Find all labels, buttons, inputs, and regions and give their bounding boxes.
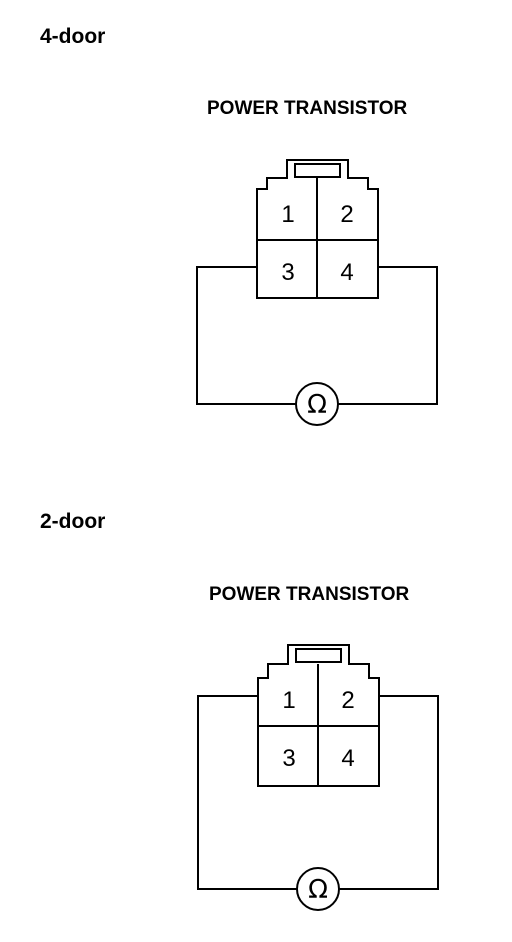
test-lead-left xyxy=(196,266,296,405)
ohmmeter: Ω xyxy=(295,382,339,426)
pin-3: 3 xyxy=(281,259,294,286)
variant-heading: 4-door xyxy=(40,25,105,48)
connector: 1 2 3 4 xyxy=(257,644,380,787)
connector-housing xyxy=(256,159,379,299)
test-lead-right xyxy=(339,695,439,890)
ohmmeter: Ω xyxy=(296,867,340,911)
connector-latch xyxy=(295,648,342,663)
pin-1: 1 xyxy=(281,201,294,228)
pin-3: 3 xyxy=(282,745,295,772)
connector-housing xyxy=(257,644,380,787)
ohmmeter-circle xyxy=(295,382,339,426)
test-lead-right xyxy=(338,266,438,405)
pin-2: 2 xyxy=(341,687,354,714)
connector-latch xyxy=(294,163,341,178)
diagram-4-door: 4-door POWER TRANSISTOR 1 2 3 4 Ω xyxy=(40,25,438,426)
component-label: POWER TRANSISTOR xyxy=(209,584,409,605)
diagram-2-door: 2-door POWER TRANSISTOR 1 2 3 4 Ω xyxy=(40,510,439,911)
ohmmeter-circle xyxy=(296,867,340,911)
ohm-symbol: Ω xyxy=(307,390,327,420)
pin-1: 1 xyxy=(282,687,295,714)
pin-4: 4 xyxy=(340,259,353,286)
component-label: POWER TRANSISTOR xyxy=(207,98,407,119)
pin-4: 4 xyxy=(341,745,354,772)
ohm-symbol: Ω xyxy=(308,875,328,905)
variant-heading: 2-door xyxy=(40,510,105,533)
pin-2: 2 xyxy=(340,201,353,228)
connector: 1 2 3 4 xyxy=(256,159,379,299)
test-lead-left xyxy=(197,695,297,890)
